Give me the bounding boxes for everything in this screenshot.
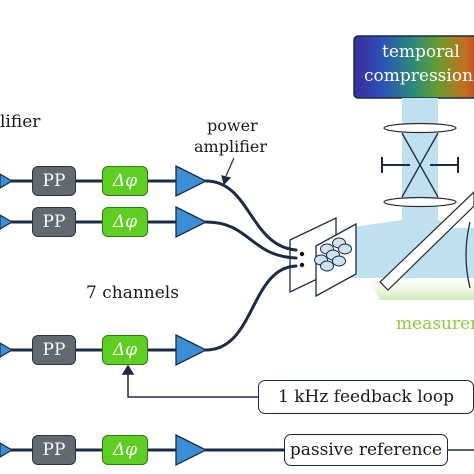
feedback-loop-label: 1 kHz feedback loop — [277, 387, 455, 407]
pulse-picker-block: PP — [32, 207, 76, 237]
fiber-array — [289, 216, 357, 298]
phase-label: Δφ — [112, 440, 138, 460]
pp-label: PP — [42, 440, 66, 460]
pulse-picker-block: PP — [32, 335, 76, 365]
feedback-loop-box: 1 kHz feedback loop — [258, 380, 474, 414]
measurement-lens — [465, 221, 471, 289]
lens-top — [383, 122, 457, 134]
feedback-line — [121, 364, 258, 398]
power-amplifier-label-line1: power — [207, 116, 258, 135]
temporal-label-line1: temporal — [382, 42, 460, 62]
pulse-picker-block: PP — [32, 435, 76, 465]
measurement-label: measuren — [396, 314, 474, 334]
phase-shifter-block: Δφ — [102, 207, 148, 237]
power-amplifier-label-line2: amplifier — [194, 137, 267, 156]
pulse-picker-block: PP — [32, 166, 76, 196]
phase-shifter-block: Δφ — [102, 166, 148, 196]
pp-label: PP — [42, 171, 66, 191]
channels-label: 7 channels — [86, 283, 179, 303]
phase-label: Δφ — [112, 340, 138, 360]
phase-shifter-block: Δφ — [102, 435, 148, 465]
lens-bottom — [383, 196, 457, 208]
pp-label: PP — [42, 340, 66, 360]
input-triangles — [0, 173, 14, 458]
amplifier-triangles — [175, 164, 208, 467]
phase-label: Δφ — [112, 171, 138, 191]
pp-label: PP — [42, 212, 66, 232]
amplifier-label: lifier — [0, 112, 41, 132]
phase-shifter-block: Δφ — [102, 335, 148, 365]
phase-label: Δφ — [112, 212, 138, 232]
power-amplifier-arrow — [221, 157, 235, 186]
focusing-rays — [401, 132, 439, 198]
beam-splitter-mirror — [379, 191, 474, 291]
temporal-label-line2: compression — [364, 66, 474, 86]
pinhole-aperture — [381, 157, 459, 173]
fiber-lines — [0, 179, 298, 452]
passive-reference-box: passive reference — [284, 434, 448, 466]
passive-reference-label: passive reference — [289, 440, 443, 460]
